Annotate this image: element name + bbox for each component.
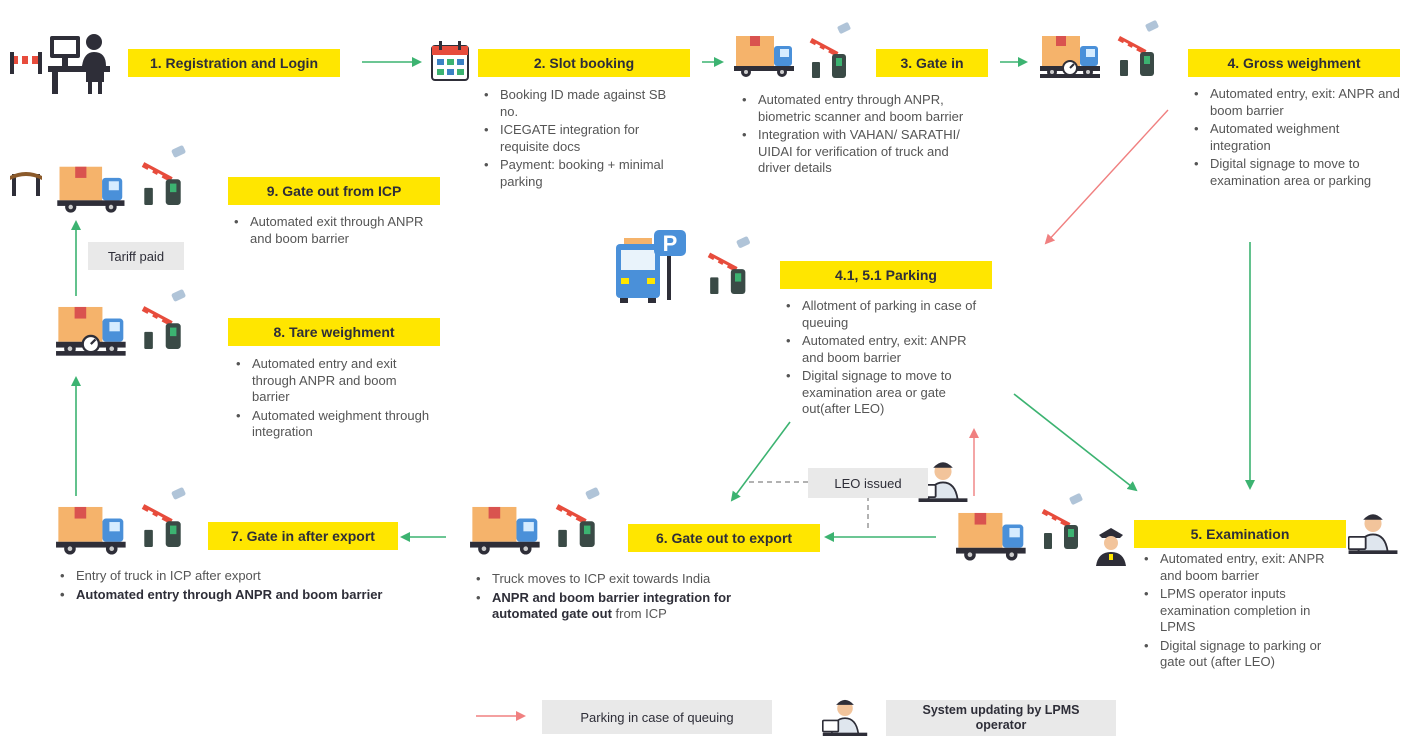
step-2-header: 2. Slot booking [478,49,690,77]
list-item: Integration with VAHAN/ SARATHI/ UIDAI f… [740,127,980,177]
list-item: Automated entry through ANPR, biometric … [740,92,980,125]
boom-barrier-icon [555,486,601,547]
list-item: Digital signage to move to examination a… [784,368,990,418]
step-3-details: Automated entry through ANPR, biometric … [740,92,980,179]
boom-barrier-icon [707,235,751,294]
computer-user-icon [48,34,110,94]
operator-icon [822,699,868,736]
list-item: Automated exit through ANPR and boom bar… [232,214,432,247]
step-7-details: Entry of truck in ICP after export Autom… [58,568,398,605]
boom-barrier-icon [1117,19,1160,77]
list-item: Automated entry, exit: ANPR and boom bar… [784,333,990,366]
gate-icon [10,172,42,196]
arrow-4-parking [1044,109,1169,245]
boom-barrier-icon [141,288,187,349]
step-2-details: Booking ID made against SB no. ICEGATE i… [482,87,682,192]
arrow-parking-6 [730,421,791,502]
parking-sign-icon: P [654,230,686,300]
arrow-parking-5 [1013,393,1138,492]
leo-issued-label: LEO issued [808,468,928,498]
svg-text:P: P [663,231,678,256]
calendar-icon [431,41,469,81]
step-4-details: Automated entry, exit: ANPR and boom bar… [1192,86,1402,191]
step-7-header: 7. Gate in after export [208,522,398,550]
tariff-paid-label: Tariff paid [88,242,184,270]
list-item: Automated weighment through integration [234,408,434,441]
list-item: Booking ID made against SB no. [482,87,682,120]
list-item: Digital signage to parking or gate out (… [1142,638,1342,671]
list-item: Truck moves to ICP exit towards India [474,571,794,588]
step-9-header: 9. Gate out from ICP [228,177,440,205]
legend-system-label: System updating by LPMS operator [886,700,1116,736]
officer-icon [1096,528,1126,566]
truck-icon [470,506,540,555]
list-item: Automated entry, exit: ANPR and boom bar… [1142,551,1342,584]
legend-parking-label: Parking in case of queuing [542,700,772,734]
truck-icon [956,512,1026,561]
step-4-header: 4. Gross weighment [1188,49,1400,77]
boom-barrier-icon [141,486,187,547]
list-item: Entry of truck in ICP after export [58,568,398,585]
list-item: Allotment of parking in case of queuing [784,298,990,331]
list-item: ICEGATE integration for requisite docs [482,122,682,155]
bold-text: ANPR and boom barrier integration for au… [492,589,732,622]
list-item: Payment: booking + minimal parking [482,157,682,190]
weighbridge-truck-icon [1040,36,1101,79]
list-item: LPMS operator inputs examination complet… [1142,586,1342,636]
list-item: Automated entry, exit: ANPR and boom bar… [1192,86,1402,119]
step-41-header: 4.1, 5.1 Parking [780,261,992,289]
boom-barrier-icon [809,21,852,79]
list-item: ANPR and boom barrier integration for au… [474,590,794,623]
step-8-details: Automated entry and exit through ANPR an… [234,356,434,443]
step-1-header: 1. Registration and Login [128,49,340,77]
step-6-header: 6. Gate out to export [628,524,820,552]
plain-text: from ICP [611,606,667,621]
list-item: Automated entry through ANPR and boom ba… [58,587,398,604]
truck-icon [56,506,126,555]
bus-icon [616,238,660,303]
step-9-details: Automated exit through ANPR and boom bar… [232,214,432,249]
gate-icon [10,52,42,74]
step-6-details: Truck moves to ICP exit towards India AN… [474,571,794,625]
step-41-details: Allotment of parking in case of queuing … [784,298,990,420]
truck-icon [734,36,794,77]
step-5-header: 5. Examination [1134,520,1346,548]
step-8-header: 8. Tare weighment [228,318,440,346]
truck-icon [57,166,125,213]
list-item: Automated entry and exit through ANPR an… [234,356,434,406]
weighbridge-truck-icon [56,306,127,357]
step-3-header: 3. Gate in [876,49,988,77]
boom-barrier-icon [141,144,187,205]
list-item: Automated weighment integration [1192,121,1402,154]
boom-barrier-icon [1041,492,1084,549]
list-item: Digital signage to move to examination a… [1192,156,1402,189]
operator-icon [1348,513,1398,554]
step-5-details: Automated entry, exit: ANPR and boom bar… [1142,551,1342,673]
